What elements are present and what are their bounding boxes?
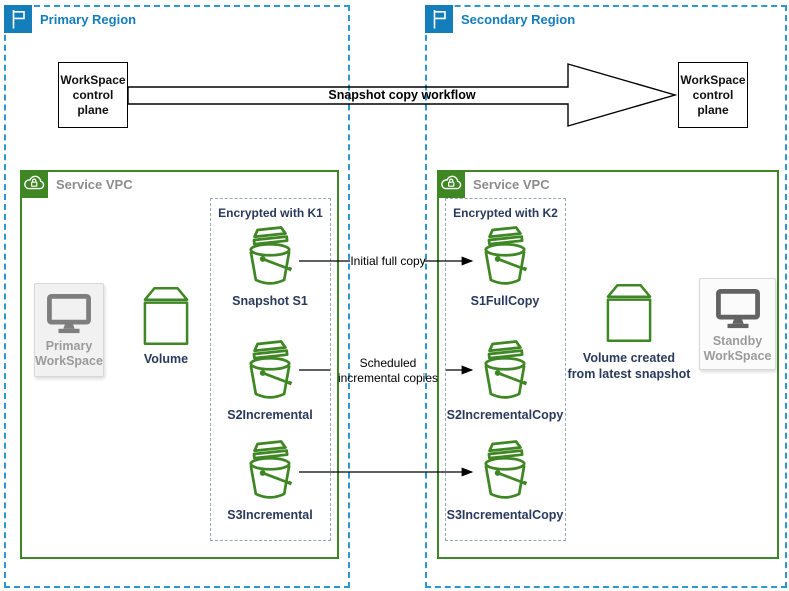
secondary-vpc-label: Service VPC	[473, 177, 550, 192]
volume-box-icon	[143, 286, 189, 346]
snapshot-bucket-icon	[242, 440, 298, 504]
s1-fullcopy-label: S1FullCopy	[470, 294, 540, 308]
encrypted-k2-box	[445, 198, 566, 541]
primary-workspace-label: Primary WorkSpace	[35, 339, 103, 368]
primary-workspace-card: Primary WorkSpace	[34, 283, 104, 377]
region-flag-icon	[4, 5, 32, 33]
primary-region-box	[4, 5, 350, 588]
s3-incremental-label: S3Incremental	[227, 508, 313, 522]
s3-incrementalcopy-label: S3IncrementalCopy	[446, 508, 564, 522]
secondary-service-vpc-box	[437, 170, 779, 559]
secondary-region-box	[425, 5, 787, 588]
volume-created-line2: from latest snapshot	[567, 367, 691, 381]
volume-label: Volume	[143, 352, 189, 366]
volume-box-icon	[606, 283, 652, 343]
snapshot-bucket-icon	[242, 226, 298, 290]
standby-workspace-label: Standby WorkSpace	[703, 334, 772, 363]
primary-control-plane-box: WorkSpace control plane	[58, 62, 128, 128]
encrypted-k1-box	[210, 198, 331, 541]
monitor-icon	[46, 293, 92, 335]
snapshot-bucket-icon	[477, 440, 533, 504]
s2-incrementalcopy-label: S2IncrementalCopy	[446, 408, 564, 422]
encrypted-k1-label: Encrypted with K1	[218, 206, 323, 220]
volume-created-label: Volume created from latest snapshot	[566, 350, 692, 382]
primary-vpc-label: Service VPC	[56, 177, 133, 192]
monitor-icon	[714, 288, 762, 330]
initial-full-copy-label: Initial full copy	[350, 254, 426, 268]
snapshot-bucket-icon	[242, 340, 298, 404]
secondary-control-plane-box: WorkSpace control plane	[678, 62, 748, 128]
region-flag-icon	[425, 5, 453, 33]
secondary-region-title: Secondary Region	[461, 12, 576, 27]
snapshot-bucket-icon	[477, 226, 533, 290]
volume-created-line1: Volume created	[582, 351, 676, 365]
snapshot-copy-workflow-label: Snapshot copy workflow	[328, 88, 476, 102]
scheduled-incremental-copies-label: Scheduled incremental copies	[337, 356, 439, 385]
snapshot-bucket-icon	[477, 340, 533, 404]
cloud-lock-icon	[20, 170, 48, 198]
primary-service-vpc-box	[20, 170, 339, 559]
s2-incremental-label: S2Incremental	[227, 408, 313, 422]
standby-workspace-card: Standby WorkSpace	[699, 278, 776, 370]
cloud-lock-icon	[437, 170, 465, 198]
snapshot-s1-label: Snapshot S1	[232, 294, 308, 308]
encrypted-k2-label: Encrypted with K2	[453, 206, 558, 220]
primary-region-title: Primary Region	[40, 12, 137, 27]
